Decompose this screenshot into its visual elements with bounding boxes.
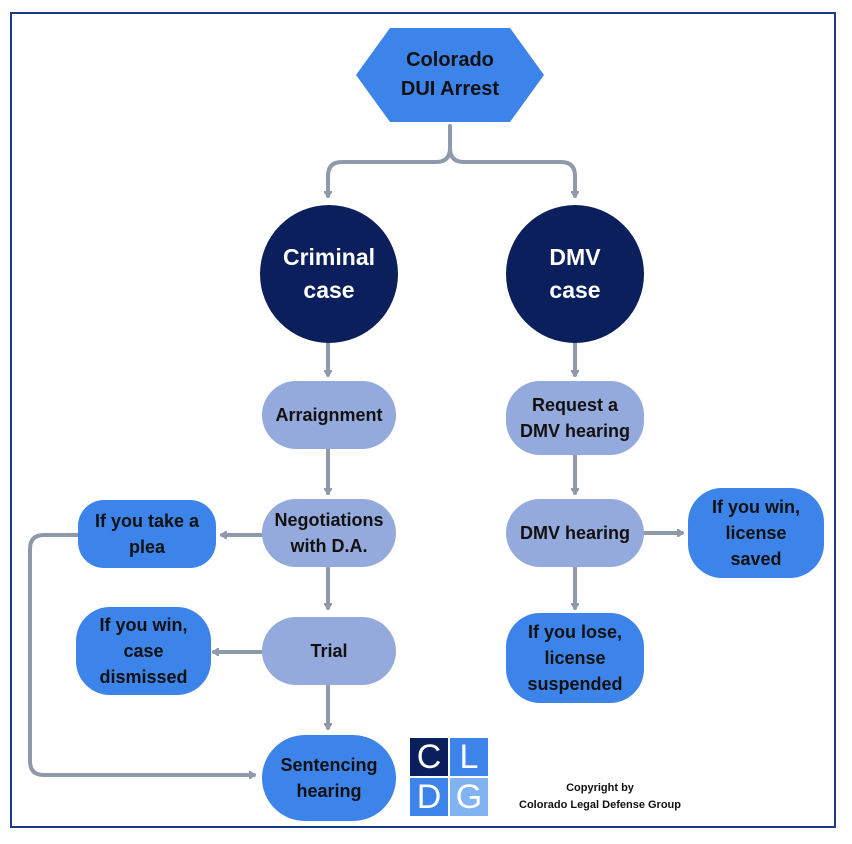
start-hexagon-shape <box>356 28 544 122</box>
win-case-dismissed-node: If you win, case dismissed <box>76 607 211 695</box>
logo-letter-c: C <box>410 738 448 776</box>
copyright-text: Copyright by Colorado Legal Defense Grou… <box>519 782 681 811</box>
negotiations-node: Negotiations with D.A. <box>262 499 396 567</box>
diagram-frame <box>10 12 836 828</box>
start-node-colorado-dui-arrest: Colorado DUI Arrest <box>400 49 500 100</box>
connector-plea-to-sentencing <box>28 533 256 775</box>
win-license-saved-node: If you win, license saved <box>688 488 824 578</box>
dmv-case-node: DMV case <box>506 205 644 343</box>
request-dmv-hearing-node: Request a DMV hearing <box>506 381 644 455</box>
arraignment-node: Arraignment <box>262 381 396 449</box>
lose-license-suspended-node: If you lose, license suspended <box>506 613 644 703</box>
sentencing-hearing-node: Sentencing hearing <box>262 735 396 821</box>
take-plea-node: If you take a plea <box>78 500 216 568</box>
dmv-hearing-node: DMV hearing <box>506 499 644 567</box>
connector-start-to-dmv <box>448 146 575 198</box>
criminal-case-node: Criminal case <box>260 205 398 343</box>
trial-node: Trial <box>262 617 396 685</box>
connector-start-to-criminal <box>328 124 452 198</box>
logo-letter-l: L <box>450 738 488 776</box>
logo-letter-d: D <box>410 778 448 816</box>
logo-letter-g: G <box>450 778 488 816</box>
